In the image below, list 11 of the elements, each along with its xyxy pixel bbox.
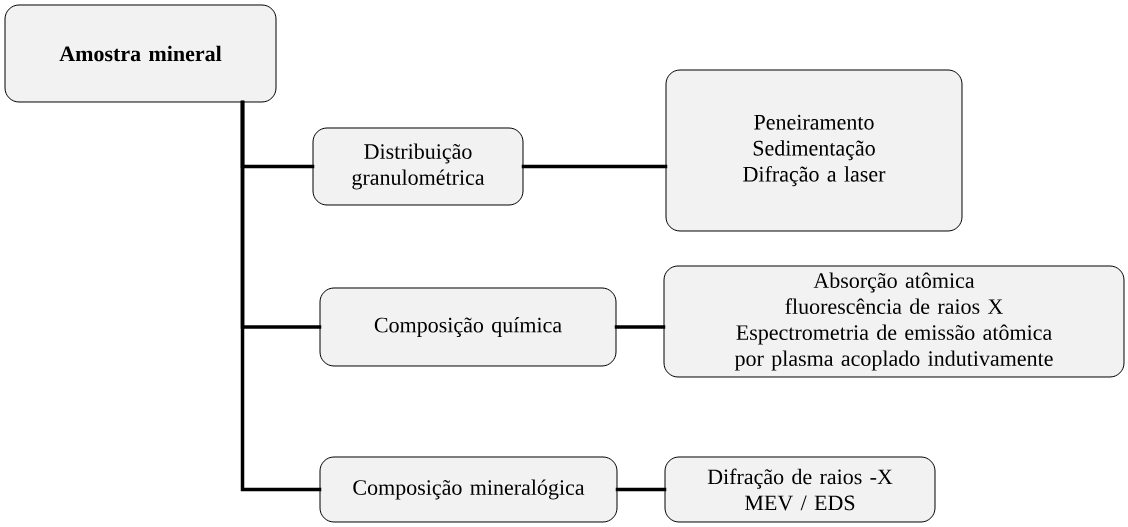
connector-line — [521, 164, 668, 169]
connector-line — [614, 325, 666, 329]
process-box: Absorção atômica fluorescência de raios X Espectrometria de emissão atômica por plasma acoplado indutivamente — [663, 265, 1125, 378]
connector-line — [240, 100, 322, 492]
connector-line — [615, 487, 667, 492]
process-box: Amostra mineral — [4, 4, 277, 103]
process-box: Distribuição granulométrica — [312, 127, 524, 206]
process-box: Peneiramento Sedimentação Difração a laser — [665, 69, 963, 232]
process-box: Composição química — [319, 287, 617, 367]
process-box: Difração de raios -X MEV / EDS — [664, 456, 936, 523]
process-box: Composição mineralógica — [319, 456, 618, 523]
